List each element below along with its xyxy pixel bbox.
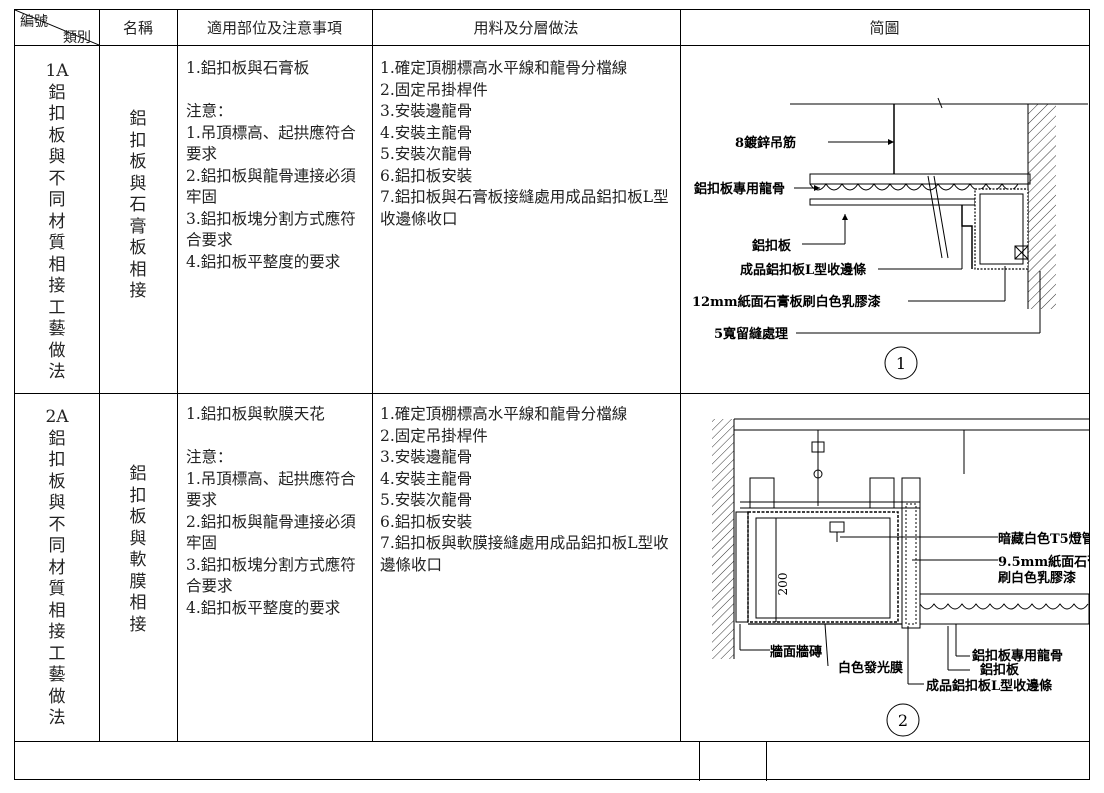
header-name: 名稱 [122, 19, 153, 37]
label-film: 白色發光膜 [838, 660, 903, 676]
wall-hatch [1028, 104, 1056, 309]
row1-notes: 1.鋁扣板與石膏板 注意： 1.吊頂標高、起拱應符合要求 2.鋁扣板與龍骨連接必… [186, 59, 356, 271]
divider [372, 10, 373, 741]
header-sketch: 简圖 [869, 19, 900, 37]
header-category: 類別 [63, 30, 91, 46]
wall-hatch [712, 419, 734, 659]
header-notes: 適用部位及注意事項 [206, 19, 342, 37]
label-paint: 刷白色乳膠漆 [998, 570, 1076, 586]
divider [177, 10, 178, 741]
label-gypsum: 9.5mm紙面石膏板 [998, 554, 1089, 570]
row1-name: 鋁扣板與石膏板相接 [129, 109, 147, 301]
divider [99, 10, 100, 741]
divider [15, 45, 1089, 46]
label-gap: 5寬留縫處理 [714, 326, 788, 342]
row1-materials: 1.確定頂棚標高水平線和龍骨分檔線 2.固定吊掛桿件 3.安裝邊龍骨 4.安裝主… [380, 59, 669, 228]
row2-materials: 1.確定頂棚標高水平線和龍骨分檔線 2.固定吊掛桿件 3.安裝邊龍骨 4.安裝主… [380, 405, 669, 574]
divider [766, 741, 767, 781]
label-keel: 鋁扣板專用龍骨 [971, 648, 1063, 664]
keel-profile [809, 183, 1019, 191]
label-tile: 牆面牆磚 [770, 644, 822, 660]
divider [15, 393, 1089, 394]
header-materials: 用料及分層做法 [473, 19, 579, 37]
divider [15, 741, 1089, 742]
label-hanger: 8鍍鋅吊筋 [735, 135, 796, 151]
corner-diagonal [15, 10, 99, 45]
label-trim: 成品鋁扣板L型收邊條 [926, 678, 1052, 694]
label-gypsum: 12mm紙面石膏板刷白色乳膠漆 [692, 294, 881, 310]
label-keel: 鋁扣板專用龍骨 [693, 181, 785, 197]
divider [680, 10, 681, 741]
label-trim: 成品鋁扣板L型收邊條 [740, 262, 866, 278]
light-box [747, 511, 899, 623]
detail-number: 1 [896, 354, 906, 373]
detail-number: 2 [898, 711, 908, 730]
detail-number-circle [886, 703, 920, 737]
row2-name: 鋁扣板與軟膜相接 [129, 464, 147, 635]
diagram-1: 8鍍鋅吊筋 鋁扣板專用龍骨 鋁扣板 成品鋁扣板L型收邊條 12mm紙面石膏板刷白… [692, 97, 1088, 380]
diagram-2: 200 暗藏白色T5燈管 9.5mm紙面石膏板 刷白色乳膠漆 牆面牆磚 白色發光… [712, 418, 1089, 737]
detail-number-circle [884, 346, 918, 380]
label-panel: 鋁扣板 [979, 662, 1020, 678]
header-code: 編號 [20, 14, 48, 30]
row2-notes: 1.鋁扣板與軟膜天花 注意： 1.吊頂標高、起拱應符合要求 2.鋁扣板與龍骨連接… [186, 405, 356, 617]
label-t5: 暗藏白色T5燈管 [998, 531, 1089, 547]
dimension-200: 200 [776, 573, 790, 596]
aluminum-panel [809, 198, 976, 206]
divider [699, 741, 700, 781]
label-panel: 鋁扣板 [751, 238, 792, 254]
